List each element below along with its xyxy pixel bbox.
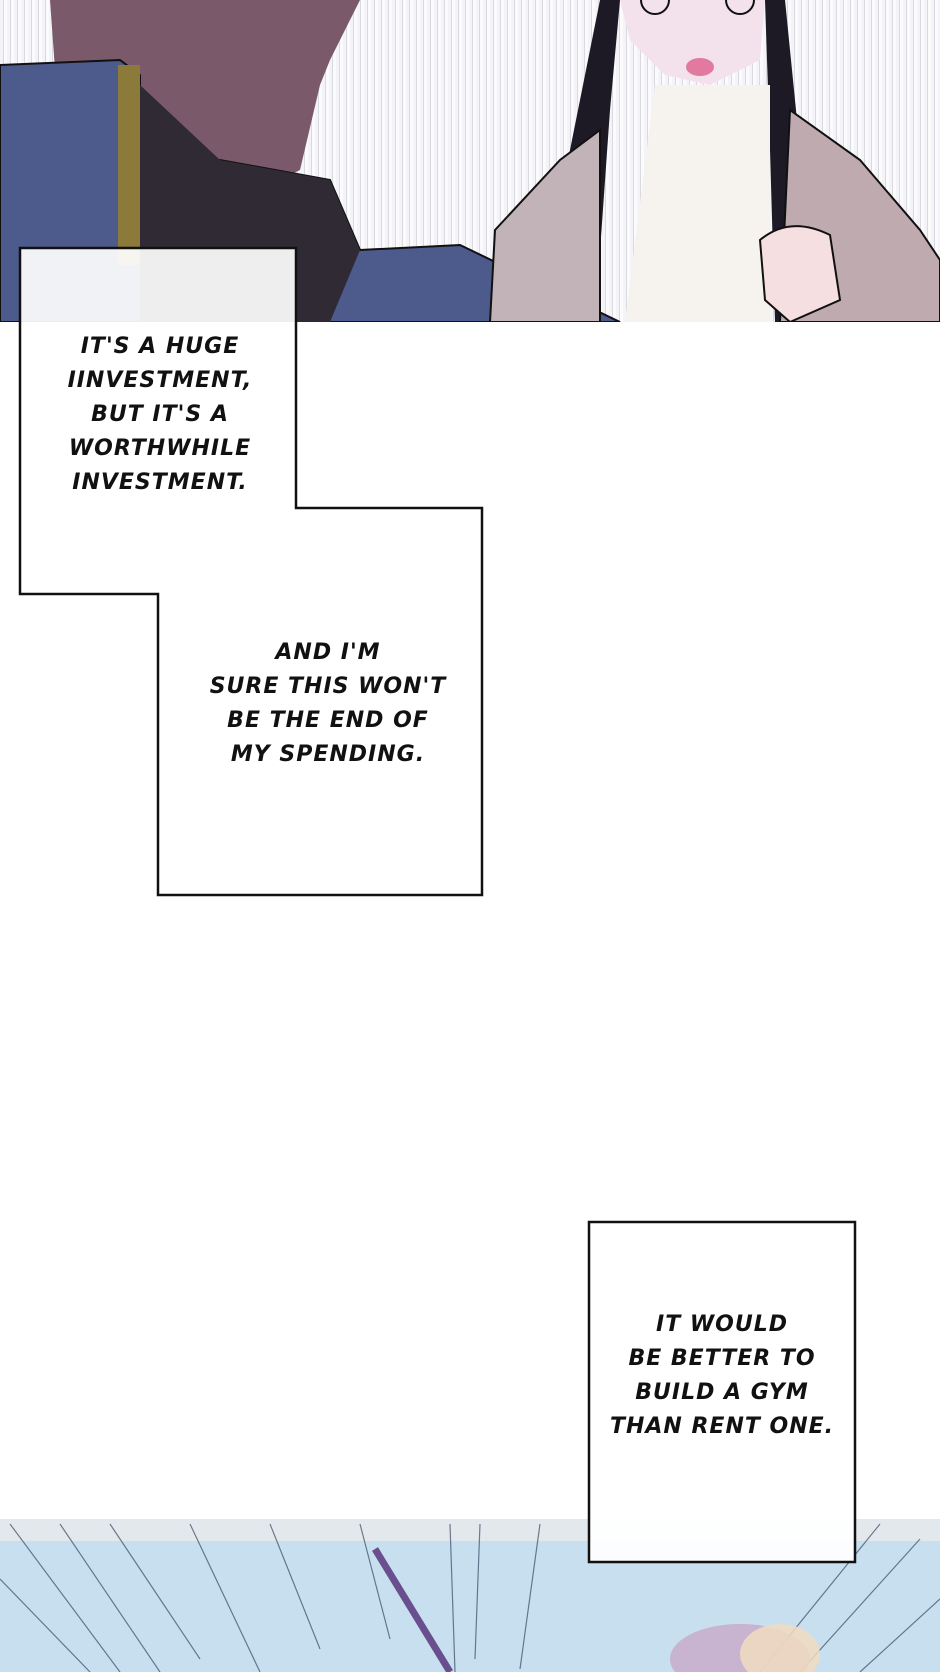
blurred-head (740, 1624, 820, 1672)
caption-line: IINVESTMENT, (67, 368, 253, 393)
caption-box-stepped (18, 246, 484, 897)
panel-art-man-and-woman (0, 0, 940, 322)
caption-line: THAN RENT ONE. (609, 1414, 835, 1439)
woman-coat-left (488, 128, 601, 322)
woman-mouth (686, 58, 714, 76)
woman-turtleneck (625, 85, 770, 322)
caption-line: WORTHWHILE (68, 436, 252, 461)
caption-line: MY SPENDING. (230, 742, 426, 767)
caption-3: IT WOULD BE BETTER TO BUILD A GYM THAN R… (597, 1308, 847, 1444)
glasses-icon (640, 0, 670, 15)
caption-line: BE BETTER TO (628, 1346, 816, 1371)
caption-box-right (587, 1220, 857, 1564)
woman-face (620, 0, 765, 85)
caption-line: IT WOULD (656, 1312, 788, 1337)
caption-2: AND I'M SURE THIS WON'T BE THE END OF MY… (198, 636, 458, 772)
staff (372, 1547, 453, 1672)
woman-hand (758, 225, 842, 322)
jacket-trim (118, 65, 140, 265)
caption-line: SURE THIS WON'T (209, 674, 447, 699)
caption-line: AND I'M (275, 640, 381, 665)
glasses-lens (725, 0, 755, 15)
caption-line: BE THE END OF (227, 708, 429, 733)
caption-line: BUT IT'S A (91, 402, 229, 427)
caption-line: IT'S A HUGE (80, 334, 240, 359)
caption-1: IT'S A HUGE IINVESTMENT, BUT IT'S A WORT… (40, 330, 280, 500)
caption-line: INVESTMENT. (72, 470, 248, 495)
caption-line: BUILD A GYM (635, 1380, 809, 1405)
